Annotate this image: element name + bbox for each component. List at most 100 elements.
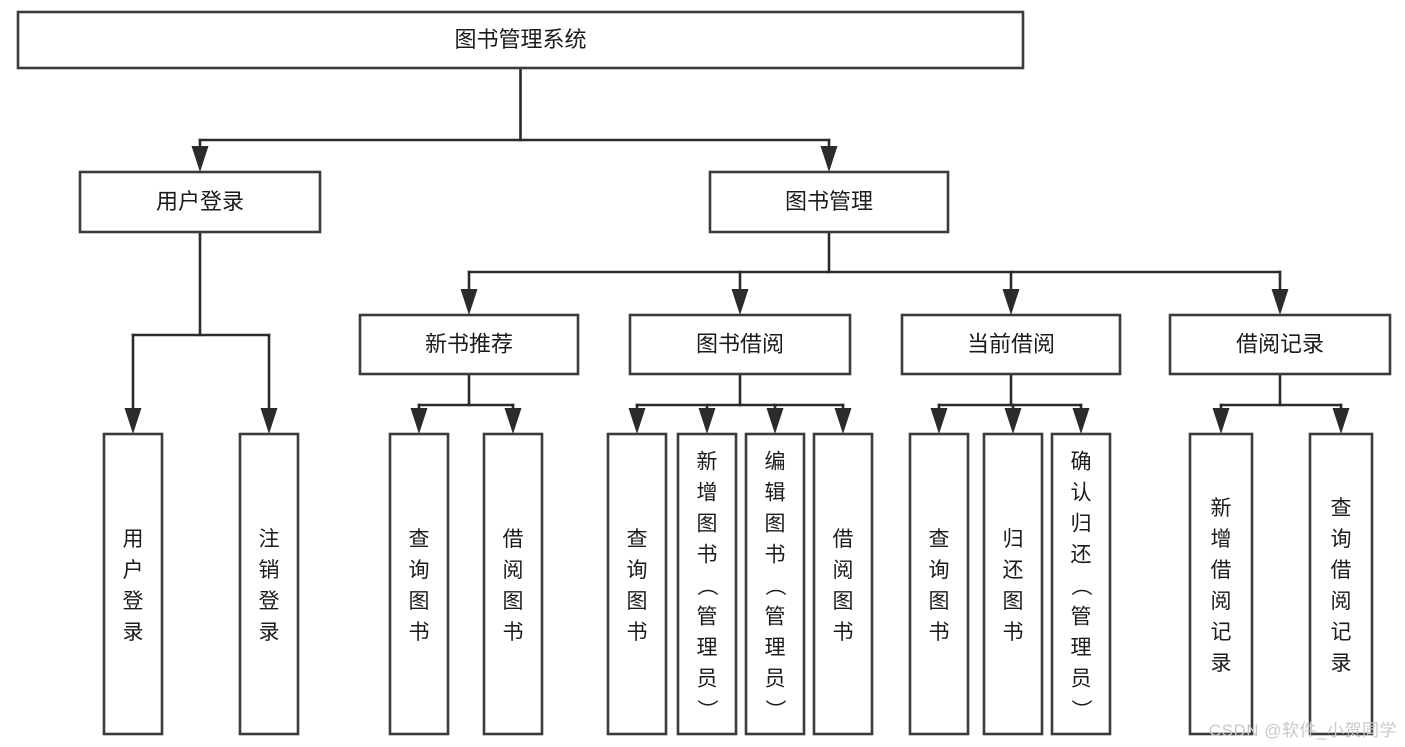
- node-label-char: 书: [765, 544, 786, 567]
- node-label-char: （: [763, 575, 786, 596]
- node-box[interactable]: [482, 432, 544, 736]
- node-box[interactable]: [358, 313, 580, 376]
- node-label-char: （: [695, 575, 718, 596]
- node-box[interactable]: [708, 170, 950, 234]
- node-label: 用户登录: [156, 189, 244, 214]
- node-leaf-login[interactable]: 用户登录: [102, 432, 164, 736]
- node-box[interactable]: [628, 313, 852, 376]
- node-label-char: 书: [929, 621, 950, 644]
- edge-group: [628, 372, 852, 434]
- arrow-head-icon: [1271, 289, 1289, 315]
- node-login[interactable]: 用户登录: [78, 170, 322, 234]
- node-label-char: 询: [409, 559, 430, 582]
- arrow-head-icon: [260, 408, 278, 434]
- node-label-char: 查: [1331, 497, 1352, 520]
- node-box[interactable]: [812, 432, 874, 736]
- node-label-char: 借: [833, 528, 854, 551]
- arrow-head-icon: [1332, 408, 1350, 434]
- node-label-char: 增: [697, 482, 718, 505]
- node-label-char: 录: [259, 621, 280, 644]
- node-label-char: 管: [1071, 606, 1092, 629]
- node-label-char: 员: [697, 668, 718, 691]
- node-label-char: 登: [123, 590, 144, 613]
- node-label-char: 注: [259, 528, 280, 551]
- node-label-char: 辑: [765, 482, 786, 505]
- node-box[interactable]: [982, 432, 1044, 736]
- arrow-head-icon: [124, 408, 142, 434]
- node-label-char: 图: [929, 590, 950, 613]
- edge-group: [460, 230, 1289, 315]
- edge-group: [930, 372, 1090, 434]
- node-box[interactable]: [1188, 432, 1254, 736]
- node-box[interactable]: [16, 10, 1025, 70]
- arrow-head-icon: [1212, 408, 1230, 434]
- node-box[interactable]: [78, 170, 322, 234]
- node-label-char: 记: [1331, 621, 1352, 644]
- node-box[interactable]: [606, 432, 668, 736]
- node-label-char: 认: [1071, 482, 1092, 505]
- node-label-char: 阅: [833, 559, 854, 582]
- node-label-char: 阅: [1331, 590, 1352, 613]
- node-label-char: 录: [1211, 652, 1232, 675]
- arrow-head-icon: [834, 408, 852, 434]
- node-label-char: 管: [697, 606, 718, 629]
- node-box[interactable]: [676, 432, 738, 736]
- node-label-char: 确: [1071, 451, 1092, 474]
- node-label-char: 书: [627, 621, 648, 644]
- node-label-char: 书: [1003, 621, 1024, 644]
- node-root[interactable]: 图书管理系统: [16, 10, 1025, 70]
- node-label: 图书管理: [785, 189, 873, 214]
- node-box[interactable]: [908, 432, 970, 736]
- node-label-char: 图: [627, 590, 648, 613]
- arrow-head-icon: [731, 289, 749, 315]
- node-label-char: 新: [697, 451, 718, 474]
- node-box[interactable]: [102, 432, 164, 736]
- node-box[interactable]: [238, 432, 300, 736]
- node-label-char: 记: [1211, 621, 1232, 644]
- node-label-char: 图: [1003, 590, 1024, 613]
- node-label-char: 书: [409, 621, 430, 644]
- arrow-head-icon: [698, 408, 716, 434]
- node-borrow[interactable]: 图书借阅: [628, 313, 852, 376]
- node-box[interactable]: [388, 432, 450, 736]
- arrow-head-icon: [766, 408, 784, 434]
- watermark-label: CSDN @软件_小贺同学: [1208, 721, 1397, 740]
- node-layer: 图书管理系统用户登录图书管理新书推荐图书借阅当前借阅借阅记录用户登录注销登录查询…: [16, 10, 1392, 736]
- node-label-char: 新: [1211, 497, 1232, 520]
- node-label-char: 员: [1071, 668, 1092, 691]
- node-label-char: 图: [409, 590, 430, 613]
- node-label-char: 询: [929, 559, 950, 582]
- node-label-char: 询: [627, 559, 648, 582]
- node-label-char: 询: [1331, 528, 1352, 551]
- node-label: 借阅记录: [1236, 331, 1324, 356]
- node-records[interactable]: 借阅记录: [1168, 313, 1392, 376]
- node-box[interactable]: [744, 432, 806, 736]
- node-label-char: 阅: [1211, 590, 1232, 613]
- node-label-char: 理: [1071, 637, 1092, 660]
- node-label-char: 图: [503, 590, 524, 613]
- node-box[interactable]: [1308, 432, 1374, 736]
- node-newbook[interactable]: 新书推荐: [358, 313, 580, 376]
- node-label-char: 登: [259, 590, 280, 613]
- node-box[interactable]: [1050, 432, 1112, 736]
- node-label-char: 销: [259, 559, 280, 582]
- arrow-head-icon: [1002, 289, 1020, 315]
- node-box[interactable]: [900, 313, 1122, 376]
- edge-group: [1212, 372, 1350, 434]
- arrow-head-icon: [460, 289, 478, 315]
- node-box[interactable]: [1168, 313, 1392, 376]
- node-bookmgmt[interactable]: 图书管理: [708, 170, 950, 234]
- node-current[interactable]: 当前借阅: [900, 313, 1122, 376]
